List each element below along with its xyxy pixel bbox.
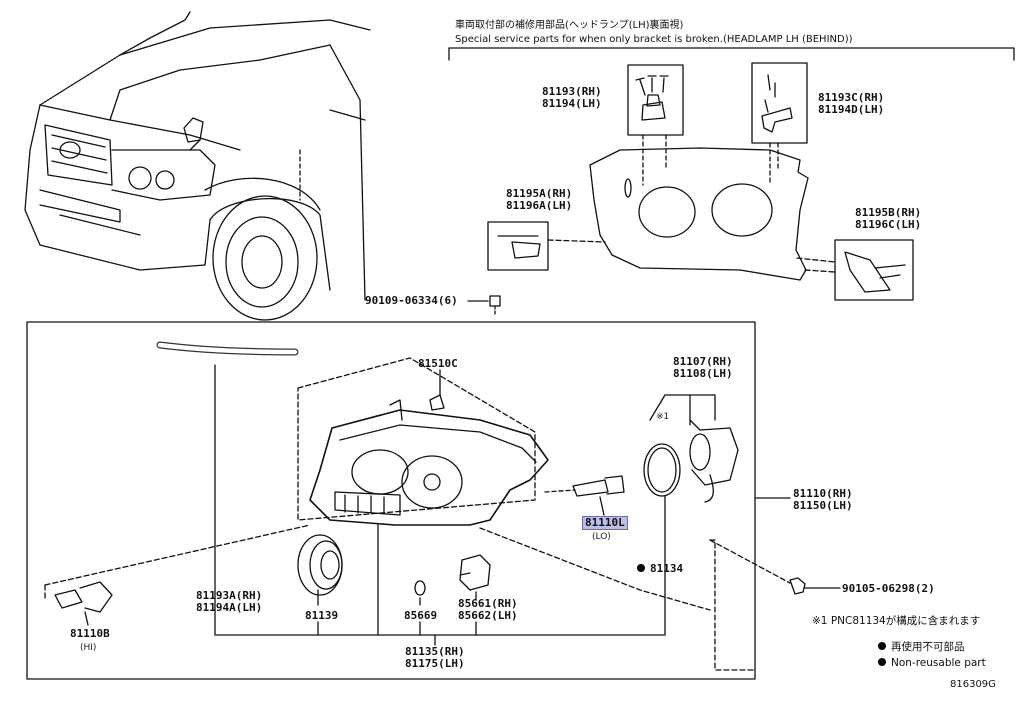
header-en: Special service parts for when only brac… [455, 34, 853, 45]
part-81195b-lh: 81196C(LH) [855, 218, 922, 231]
part-81110[interactable]: 81110(RH) 81150(LH) [793, 488, 853, 512]
legend-en: Non-reusable part [878, 656, 986, 670]
diagram-id: 816309G [950, 679, 996, 690]
part-81195b-rh: 81195B(RH) [855, 206, 922, 219]
header-jp: 車両取付部の補修用部品(ヘッドランプ(LH)裏面視) [455, 20, 684, 31]
part-81107-lh: 81108(LH) [673, 367, 733, 380]
part-85661-lh: 85662(LH) [458, 609, 518, 622]
part-85669[interactable]: 85669 [404, 609, 438, 622]
part-85661-rh: 85661(RH) [458, 597, 518, 610]
part-81510c[interactable]: 81510C [418, 357, 458, 370]
part-81110b[interactable]: 81110B [70, 627, 110, 640]
part-81195a[interactable]: 81195A(RH) 81196A(LH) [506, 188, 572, 212]
part-81195a-rh: 81195A(RH) [506, 187, 573, 200]
part-81195b[interactable]: 81195B(RH) 81196C(LH) [855, 207, 921, 231]
part-81135-rh: 81135(RH) [405, 645, 465, 658]
vehicle-illustration [24, 11, 371, 321]
part-81193a-lh: 81194A(LH) [196, 601, 263, 614]
part-81134-label: 81134 [650, 562, 684, 575]
legend-dot-icon [878, 658, 886, 666]
part-81139[interactable]: 81139 [305, 609, 339, 622]
part-81135-lh: 81175(LH) [405, 657, 465, 670]
legend-jp-text: 再使用不可部品 [891, 641, 965, 653]
part-81193a-rh: 81193A(RH) [196, 589, 263, 602]
part-81110l-sub: (LO) [592, 532, 611, 542]
part-81110b-sub: (HI) [80, 643, 97, 653]
part-81110-lh: 81150(LH) [793, 499, 853, 512]
part-81193-rh: 81193(RH) [542, 85, 602, 98]
part-81110-rh: 81110(RH) [793, 487, 853, 500]
legend-dot-icon [878, 642, 886, 650]
part-81193[interactable]: 81193(RH) 81194(LH) [542, 86, 602, 110]
part-81107[interactable]: 81107(RH) 81108(LH) [673, 356, 733, 380]
part-85661[interactable]: 85661(RH) 85662(LH) [458, 598, 518, 622]
part-81135[interactable]: 81135(RH) 81175(LH) [405, 646, 465, 670]
part-81193c-lh: 81194D(LH) [818, 103, 885, 116]
part-81195a-lh: 81196A(LH) [506, 199, 573, 212]
legend-en-text: Non-reusable part [891, 657, 986, 669]
part-81110l[interactable]: 81110L [582, 516, 628, 530]
part-90105[interactable]: 90105-06298(2) [842, 582, 935, 595]
part-81193a[interactable]: 81193A(RH) 81194A(LH) [196, 590, 262, 614]
part-90109[interactable]: 90109-06334(6) [365, 294, 458, 307]
part-81193c[interactable]: 81193C(RH) 81194D(LH) [818, 92, 884, 116]
legend-jp: 再使用不可部品 [878, 640, 965, 654]
pnc-note: ※1 PNC81134が構成に含まれます [812, 615, 981, 627]
non-reusable-dot-icon [637, 564, 645, 572]
note-ref-mark: ※1 [656, 412, 670, 422]
part-81107-rh: 81107(RH) [673, 355, 733, 368]
part-81193-lh: 81194(LH) [542, 97, 602, 110]
part-81134[interactable]: 81134 [637, 562, 683, 576]
part-81193c-rh: 81193C(RH) [818, 91, 885, 104]
